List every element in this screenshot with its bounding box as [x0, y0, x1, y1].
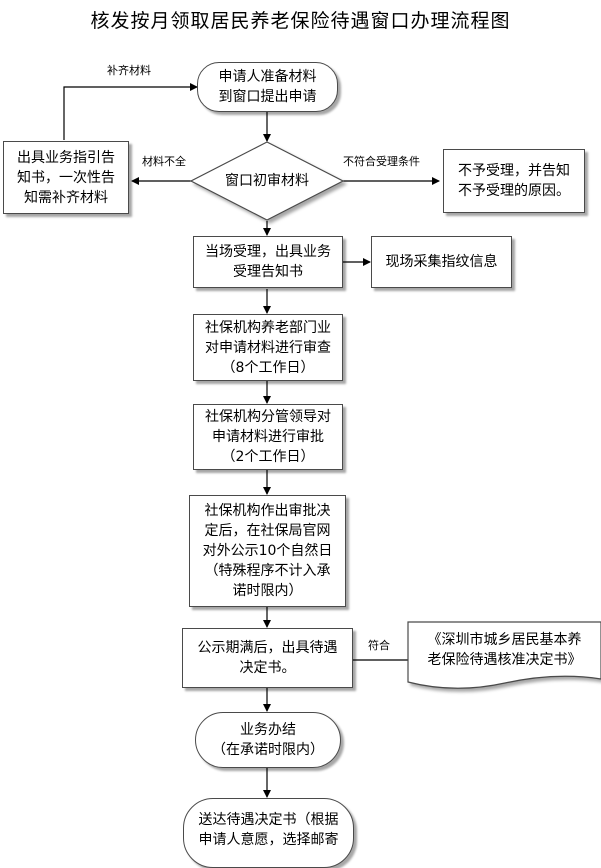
deliver-node: 送达待遇决定书（根据 申请人意愿，选择邮寄: [183, 798, 354, 868]
initial-review-text: 窗口初审材料: [225, 173, 309, 189]
apply-node: 申请人准备材料 到窗口提出申请: [197, 62, 338, 112]
accept-text: 当场受理，出具业务 受理告知书: [205, 244, 331, 280]
label-not-eligible: 不符合受理条件: [343, 155, 420, 168]
dept-review-text: 社保机构养老部门业 对申请材料进行审查 （8个工作日）: [205, 319, 331, 376]
decision-publicity-text: 社保机构作出审批决 定后，在社保局官网 对外公示10个自然日 （特殊程序不计入承…: [202, 503, 333, 599]
label-conform: 符合: [368, 639, 390, 652]
dept-review-node: 社保机构养老部门业 对申请材料进行审查 （8个工作日）: [193, 314, 343, 381]
decision-diamond: [189, 141, 345, 221]
document-text: 《深圳市城乡居民基本养 老保险待遇核准决定书》: [427, 632, 582, 668]
reject-text: 不予受理，并告知 不予受理的原因。: [458, 163, 570, 199]
fingerprint-text: 现场采集指纹信息: [385, 254, 498, 270]
complete-text: 业务办结 （在承诺时限内）: [212, 722, 324, 758]
label-incomplete: 材料不全: [142, 155, 186, 168]
apply-text: 申请人准备材料 到窗口提出申请: [218, 69, 317, 105]
initial-review-node: 窗口初审材料: [205, 168, 329, 194]
complete-node: 业务办结 （在承诺时限内）: [195, 712, 341, 768]
supplement-notice-text: 出具业务指引告 知书，一次性告 知需补齐材料: [17, 149, 115, 206]
leader-approval-text: 社保机构分管领导对 申请材料进行审批 （2个工作日）: [205, 409, 331, 465]
arrow-supplement-loop: [63, 83, 198, 140]
reject-node: 不予受理，并告知 不予受理的原因。: [443, 149, 585, 213]
document-shape: [407, 621, 601, 689]
leader-approval-node: 社保机构分管领导对 申请材料进行审批 （2个工作日）: [193, 404, 343, 470]
issue-decision-node: 公示期满后，出具待遇 决定书。: [182, 628, 353, 688]
label-supplement: 补齐材料: [107, 64, 151, 77]
decision-publicity-node: 社保机构作出审批决 定后，在社保局官网 对外公示10个自然日 （特殊程序不计入承…: [189, 495, 346, 607]
page-title: 核发按月领取居民养老保险待遇窗口办理流程图: [90, 10, 511, 32]
accept-node: 当场受理，出具业务 受理告知书: [193, 236, 343, 288]
deliver-text: 送达待遇决定书（根据 申请人意愿，选择邮寄: [198, 812, 339, 848]
issue-decision-text: 公示期满后，出具待遇 决定书。: [197, 640, 338, 676]
fingerprint-node: 现场采集指纹信息: [371, 236, 512, 288]
supplement-notice-node: 出具业务指引告 知书，一次性告 知需补齐材料: [3, 141, 129, 214]
document-node: 《深圳市城乡居民基本养 老保险待遇核准决定书》: [410, 624, 599, 676]
